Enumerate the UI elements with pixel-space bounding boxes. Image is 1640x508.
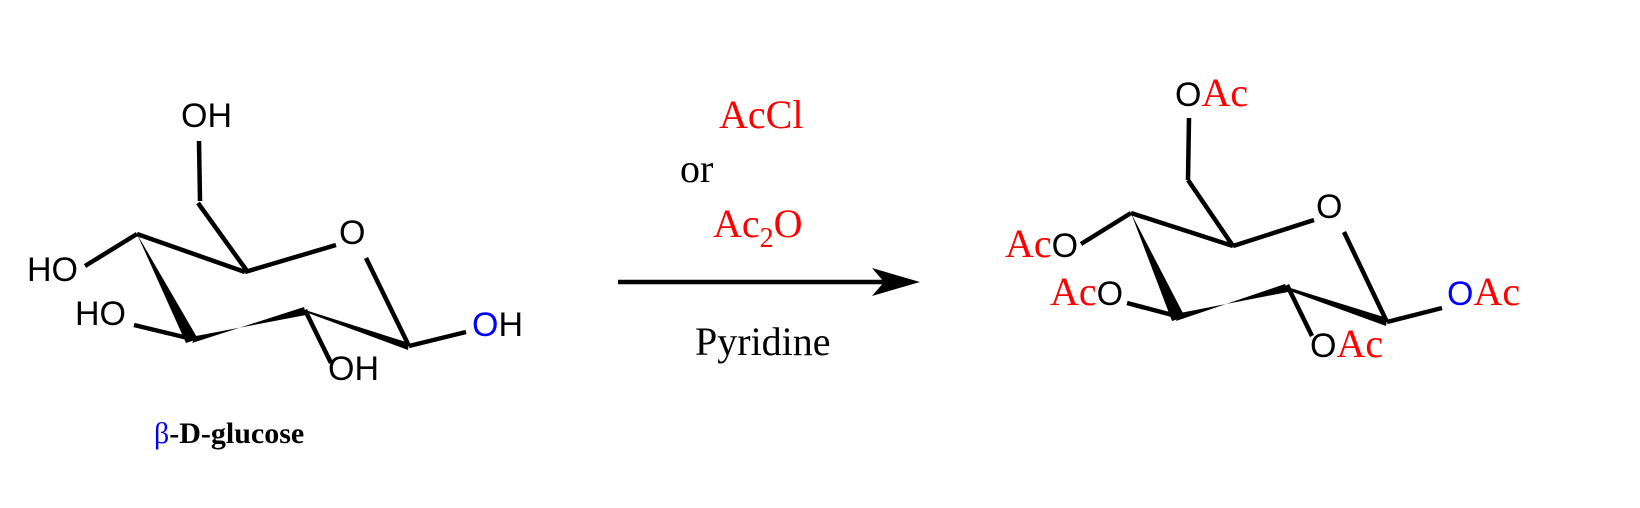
c3-acetoxy-label: AcO bbox=[1050, 269, 1123, 314]
c4-acetoxy-label: AcO bbox=[1005, 221, 1078, 266]
reagent-acetic-anhydride: Ac2O bbox=[713, 201, 803, 254]
beta-symbol: β bbox=[154, 417, 169, 450]
reactant-name-rest: -D-glucose bbox=[169, 417, 304, 450]
reaction-arrow-head-icon bbox=[872, 268, 920, 296]
reagent-connector-or: or bbox=[680, 146, 713, 191]
reactant-beta-d-glucose: OH HO HO OH O OH β-D-glucose bbox=[27, 97, 523, 450]
c3-hydroxyl-label: HO bbox=[75, 295, 126, 333]
anomeric-hydrogen: H bbox=[498, 306, 523, 344]
ring-oxygen-label: O bbox=[339, 214, 365, 252]
product-glucose-pentaacetate: OAc AcO AcO OAc O OAc bbox=[1005, 70, 1520, 366]
reaction-conditions: AcCl or Ac2O Pyridine bbox=[618, 92, 920, 364]
c6-acetoxy-label: OAc bbox=[1175, 70, 1248, 115]
c1-anomeric-acetoxy-label: OAc bbox=[1447, 269, 1520, 314]
product-bonds bbox=[1079, 117, 1443, 337]
solvent-pyridine: Pyridine bbox=[695, 319, 831, 364]
c2-acetoxy-label: OAc bbox=[1310, 321, 1383, 366]
product-ring-oxygen-label: O bbox=[1316, 188, 1342, 226]
c6-hydroxyl-label: OH bbox=[181, 97, 232, 135]
reactant-name: β-D-glucose bbox=[154, 417, 304, 450]
c4-hydroxyl-label: HO bbox=[27, 251, 78, 289]
anomeric-hydroxyl-label: OH bbox=[472, 306, 523, 344]
c2-hydroxyl-label: OH bbox=[328, 350, 379, 388]
reagent-acetyl-chloride: AcCl bbox=[719, 92, 803, 137]
reactant-bonds bbox=[83, 140, 467, 364]
anomeric-oxygen: O bbox=[472, 306, 498, 344]
